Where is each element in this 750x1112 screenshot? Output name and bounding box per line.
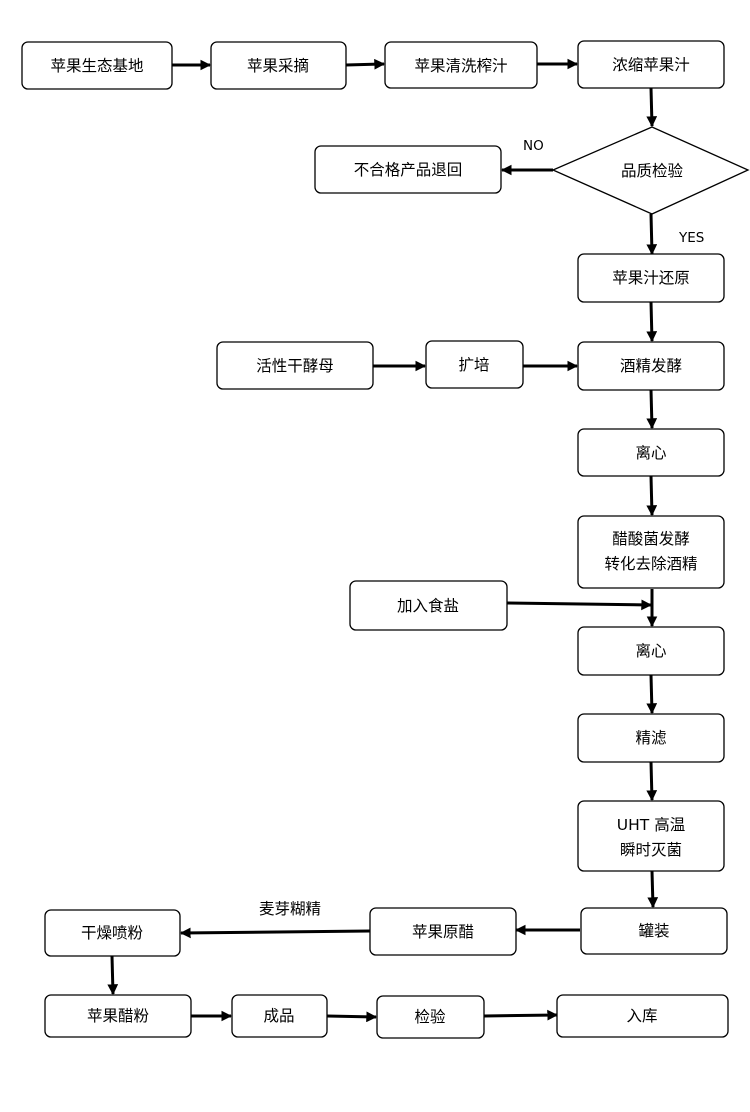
edge-picking-to-wash [345, 58, 386, 70]
edge-uht-to-canning [647, 870, 659, 909]
node-centrifuge-1: 离心 [577, 428, 725, 477]
edge-inspection-to-warehousing [483, 1009, 559, 1021]
node-apple-base: 苹果生态基地 [21, 41, 173, 90]
svg-text:活性干酵母: 活性干酵母 [256, 357, 334, 375]
svg-text:苹果醋粉: 苹果醋粉 [87, 1007, 149, 1025]
edge-vinegar-to-drying [179, 927, 371, 939]
svg-text:酒精发酵: 酒精发酵 [620, 357, 682, 375]
edge-centrifuge2-to-filtration [646, 674, 658, 715]
edge-drying-to-powder [107, 955, 119, 996]
edge-filtration-to-uht [646, 761, 658, 802]
edges [107, 58, 659, 1023]
edge-centrifuge1-to-acetic [646, 475, 658, 517]
node-centrifuge-2: 离心 [577, 626, 725, 676]
node-quality-check: 品质检验 [551, 126, 750, 215]
svg-text:入库: 入库 [626, 1007, 657, 1025]
node-alcohol-fermentation: 酒精发酵 [577, 341, 725, 391]
edge-salt-to-flow [506, 599, 653, 611]
edge-reconstitution-to-fermentation [646, 301, 658, 343]
svg-text:精滤: 精滤 [635, 729, 666, 747]
node-expansion-culture: 扩培 [425, 340, 524, 389]
svg-text:加入食盐: 加入食盐 [397, 597, 459, 615]
svg-text:离心: 离心 [635, 444, 666, 462]
svg-text:UHT 高温: UHT 高温 [617, 816, 685, 834]
node-apple-vinegar: 苹果原醋 [369, 907, 517, 956]
svg-text:苹果生态基地: 苹果生态基地 [50, 57, 143, 75]
svg-text:浓缩苹果汁: 浓缩苹果汁 [612, 56, 690, 74]
node-apple-wash-press: 苹果清洗榨汁 [384, 41, 538, 89]
node-add-salt: 加入食盐 [349, 580, 508, 631]
node-spray-drying: 干燥喷粉 [44, 909, 181, 957]
node-fine-filtration: 精滤 [577, 713, 725, 763]
svg-text:苹果清洗榨汁: 苹果清洗榨汁 [414, 57, 507, 75]
svg-text:干燥喷粉: 干燥喷粉 [81, 924, 143, 942]
node-inspection: 检验 [376, 995, 485, 1039]
svg-text:苹果汁还原: 苹果汁还原 [612, 269, 690, 287]
svg-text:瞬时灭菌: 瞬时灭菌 [620, 841, 682, 859]
node-canning: 罐装 [580, 907, 728, 955]
node-concentrated-juice: 浓缩苹果汁 [577, 40, 725, 89]
svg-text:苹果采摘: 苹果采摘 [247, 57, 309, 75]
edge-label-maltodextrin: 麦芽糊精 [259, 900, 321, 918]
svg-text:扩培: 扩培 [458, 356, 489, 374]
svg-text:转化去除酒精: 转化去除酒精 [604, 555, 697, 573]
svg-text:离心: 离心 [635, 642, 666, 660]
node-active-dry-yeast: 活性干酵母 [216, 341, 374, 390]
node-apple-vinegar-powder: 苹果醋粉 [44, 994, 192, 1038]
edge-product-to-inspection [326, 1011, 378, 1023]
edge-check-to-reconstitution [646, 213, 658, 256]
node-uht-sterilization: UHT 高温 瞬时灭菌 [577, 800, 725, 872]
svg-text:罐装: 罐装 [638, 922, 669, 940]
svg-text:检验: 检验 [414, 1008, 446, 1026]
node-apple-picking: 苹果采摘 [210, 41, 347, 90]
edge-concentrate-to-check [646, 87, 658, 128]
edge-fermentation-to-centrifuge1 [646, 389, 658, 430]
edge-label-yes: YES [678, 230, 704, 246]
svg-text:成品: 成品 [263, 1007, 294, 1025]
svg-text:苹果原醋: 苹果原醋 [412, 923, 474, 941]
svg-text:醋酸菌发酵: 醋酸菌发酵 [612, 530, 690, 548]
node-reject-return: 不合格产品退回 [314, 145, 502, 194]
node-acetic-fermentation: 醋酸菌发酵 转化去除酒精 [577, 515, 725, 589]
edge-label-no: NO [523, 138, 544, 154]
svg-text:不合格产品退回: 不合格产品退回 [354, 161, 463, 179]
node-finished-product: 成品 [231, 994, 328, 1038]
node-juice-reconstitution: 苹果汁还原 [577, 253, 725, 303]
svg-text:品质检验: 品质检验 [621, 162, 684, 180]
node-warehousing: 入库 [556, 994, 729, 1038]
